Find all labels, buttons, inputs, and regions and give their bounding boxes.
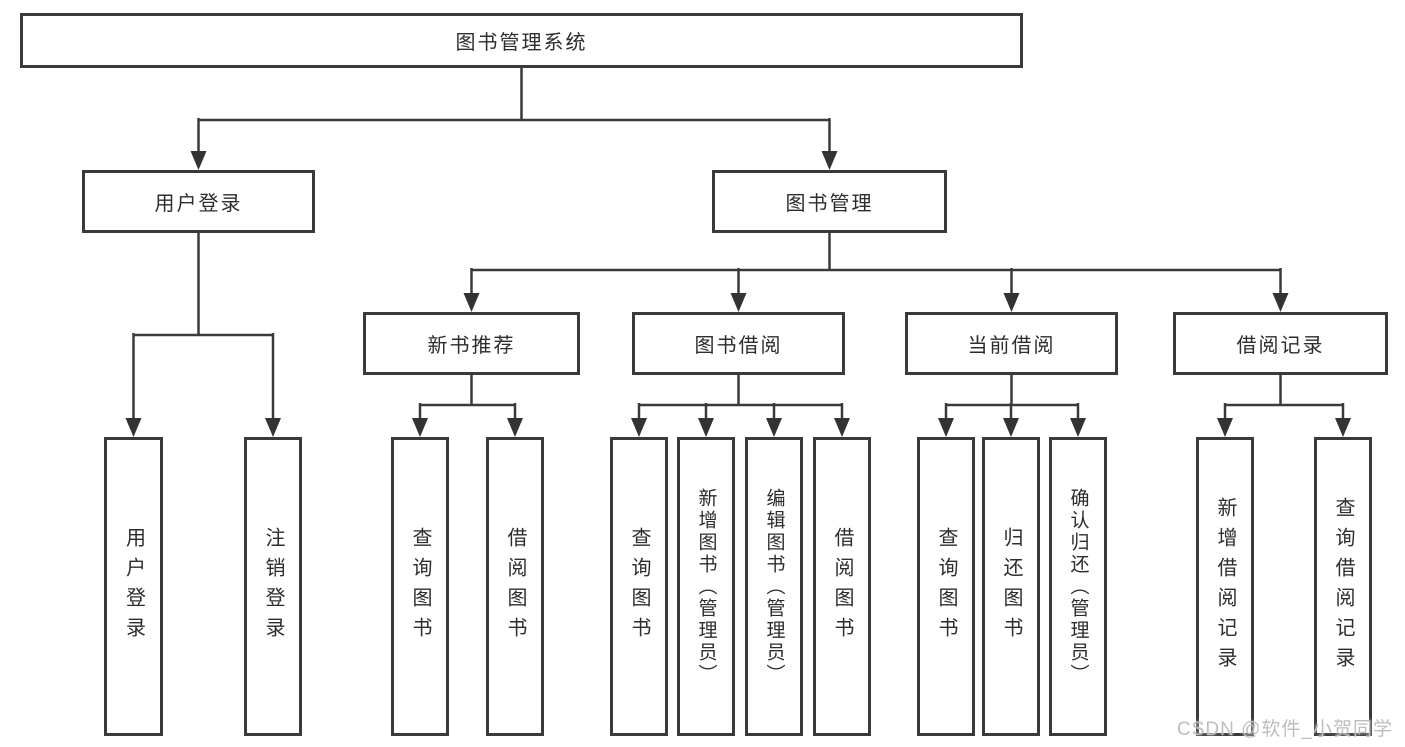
leaf-logout: 注销登录	[244, 437, 302, 736]
leaf-recommend-borrow-books: 借阅图书	[486, 437, 544, 736]
leaf-label: 新增图书（管理员）	[695, 487, 717, 686]
arrow-down-icon	[265, 418, 281, 437]
node-book-management: 图书管理	[712, 170, 947, 233]
arrow-down-icon	[631, 418, 647, 437]
connector-records-to-leaves	[1223, 375, 1345, 419]
arrow-down-icon	[190, 151, 207, 170]
leaf-recommend-query-books: 查询图书	[391, 437, 449, 736]
node-label: 借阅记录	[1236, 335, 1325, 357]
leaf-label: 确认归还（管理员）	[1067, 487, 1089, 686]
leaf-edit-books-admin: 编辑图书（管理员）	[745, 437, 803, 736]
connector-borrowing-to-leaves	[637, 375, 844, 419]
connector-current-to-leaves	[944, 375, 1080, 419]
leaf-label: 查询图书	[628, 526, 650, 647]
arrow-down-icon	[834, 418, 850, 437]
arrow-down-icon	[730, 293, 747, 312]
leaf-label: 查询图书	[409, 526, 431, 647]
arrow-down-icon	[412, 418, 428, 437]
node-borrowing-records: 借阅记录	[1173, 312, 1388, 375]
node-label: 图书管理	[785, 193, 874, 215]
leaf-confirm-return-admin: 确认归还（管理员）	[1049, 437, 1107, 736]
node-label: 图书管理系统	[455, 32, 588, 54]
leaf-label: 编辑图书（管理员）	[763, 487, 785, 686]
arrow-down-icon	[1272, 293, 1289, 312]
leaf-label: 注销登录	[262, 526, 284, 647]
node-label: 用户登录	[154, 193, 243, 215]
leaf-current-query-books: 查询图书	[917, 437, 975, 736]
node-label: 图书借阅	[694, 335, 783, 357]
leaf-label: 借阅图书	[831, 526, 853, 647]
leaf-label: 新增借阅记录	[1214, 496, 1236, 677]
connector-root-to-level2	[197, 68, 831, 152]
leaf-return-books: 归还图书	[982, 437, 1040, 736]
connector-user-login-to-leaves	[132, 233, 275, 419]
arrow-down-icon	[938, 418, 954, 437]
leaf-add-borrow-record: 新增借阅记录	[1196, 437, 1254, 736]
arrow-down-icon	[1217, 418, 1233, 437]
arrow-down-icon	[1070, 418, 1086, 437]
arrow-down-icon	[698, 418, 714, 437]
watermark: CSDN @软件_小贺同学	[1177, 719, 1393, 740]
node-label: 新书推荐	[427, 335, 516, 357]
leaf-label: 借阅图书	[504, 526, 526, 647]
node-library-management-system: 图书管理系统	[20, 13, 1023, 68]
arrow-down-icon	[766, 418, 782, 437]
node-user-login: 用户登录	[82, 170, 315, 233]
node-current-borrowing: 当前借阅	[905, 312, 1118, 375]
leaf-borrowing-query-books: 查询图书	[610, 437, 668, 736]
leaf-query-borrow-record: 查询借阅记录	[1314, 437, 1372, 736]
arrow-down-icon	[507, 418, 523, 437]
leaf-label: 归还图书	[1000, 526, 1022, 647]
arrow-down-icon	[1003, 293, 1020, 312]
leaf-borrowing-borrow-books: 借阅图书	[813, 437, 871, 736]
leaf-add-books-admin: 新增图书（管理员）	[677, 437, 735, 736]
leaf-user-login: 用户登录	[104, 437, 163, 736]
arrow-down-icon	[463, 293, 480, 312]
arrow-down-icon	[1003, 418, 1019, 437]
node-book-borrowing: 图书借阅	[632, 312, 845, 375]
leaf-label: 查询图书	[935, 526, 957, 647]
arrow-down-icon	[821, 151, 838, 170]
leaf-label: 用户登录	[122, 526, 145, 647]
arrow-down-icon	[1335, 418, 1351, 437]
arrow-down-icon	[125, 418, 142, 437]
node-new-book-recommendation: 新书推荐	[363, 312, 580, 375]
node-label: 当前借阅	[967, 335, 1056, 357]
leaf-label: 查询借阅记录	[1332, 496, 1354, 677]
connector-book-management-to-level3	[470, 233, 1282, 294]
connector-recommendation-to-leaves	[418, 375, 517, 419]
